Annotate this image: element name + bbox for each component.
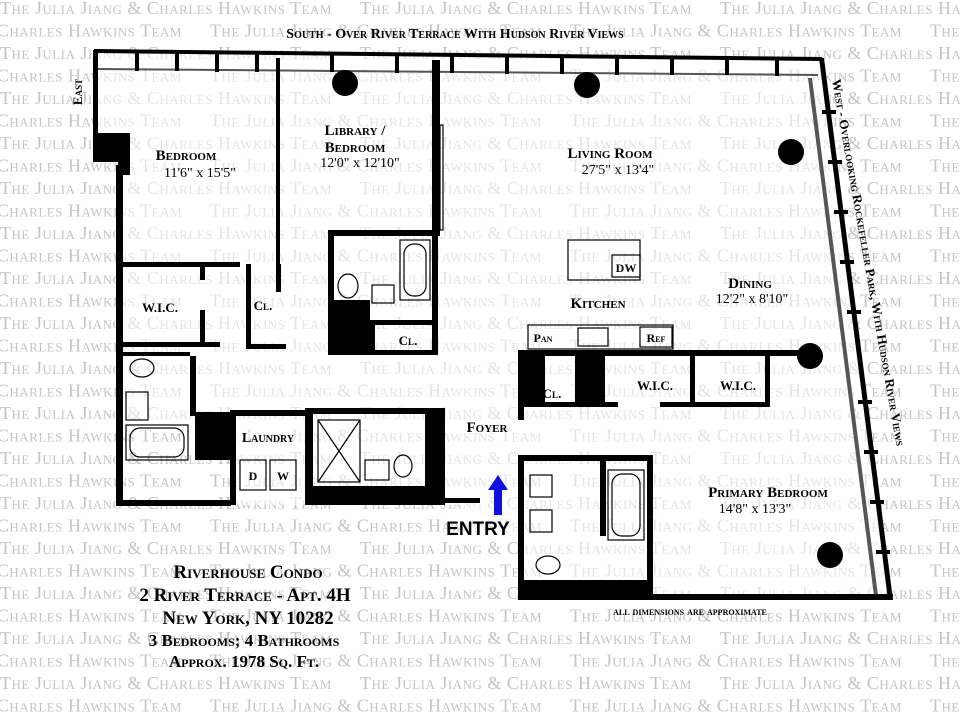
watermark-text: The Julia Jiang & Charles Hawkins Team [930,111,960,131]
apartment-area [95,50,890,600]
watermark-text: The Julia Jiang & Charles Hawkins Team [0,651,182,671]
approx-note: all dimensions are approximate [613,604,767,618]
listing-building: Riverhouse Condo [173,562,322,583]
watermark-text: The Julia Jiang & Charles Hawkins Team [570,21,902,41]
listing-size: Approx. 1978 Sq. Ft. [169,652,319,671]
watermark-text: The Julia Jiang & Charles Hawkins Team [210,651,542,671]
dining-name: Dining [728,276,772,292]
watermark-text: The Julia Jiang & Charles Hawkins Team [360,0,692,18]
watermark-text: The Julia Jiang & Charles Hawkins Team [0,21,182,41]
kitchen-counter [527,324,674,350]
library-name-line2: Bedroom [325,140,386,156]
watermark-text: The Julia Jiang & Charles Hawkins Team [210,561,542,581]
living-room-name: Living Room [567,146,653,162]
fixtures [125,124,674,575]
watermark-text: The Julia Jiang & Charles Hawkins Team [360,673,692,693]
watermark-text: The Julia Jiang & Charles Hawkins Team [930,201,960,221]
watermark-text: The Julia Jiang & Charles Hawkins Team [720,673,960,693]
watermark-text: The Julia Jiang & Charles Hawkins Team [0,471,182,491]
watermark-text: The Julia Jiang & Charles Hawkins Team [930,336,960,356]
watermark-text: The Julia Jiang & Charles Hawkins Team [930,156,960,176]
primary-bedroom-name: Primary Bedroom [708,485,828,501]
watermark-text: The Julia Jiang & Charles Hawkins Team [0,561,182,581]
watermark-text: The Julia Jiang & Charles Hawkins Team [930,516,960,536]
watermark-text: The Julia Jiang & Charles Hawkins Team [210,516,542,536]
label-south: South - Over River Terrace With Hudson R… [286,27,624,42]
bedroom-dim: 11'6" x 15'5" [164,166,236,181]
watermark-text: The Julia Jiang & Charles Hawkins Team [0,516,182,536]
wic-bedroom-label: W.I.C. [142,300,178,315]
watermark-text: The Julia Jiang & Charles Hawkins Team [570,651,902,671]
listing-address: 2 River Terrace - Apt. 4H [139,585,351,606]
watermark-text: The Julia Jiang & Charles Hawkins Team [570,606,902,626]
dishwasher-label: DW [616,261,637,275]
watermark-text: The Julia Jiang & Charles Hawkins Team [210,606,542,626]
watermark-text: The Julia Jiang & Charles Hawkins Team [930,426,960,446]
listing-info: Riverhouse Condo 2 River Terrace - Apt. … [139,562,351,671]
entry-arrow-icon [488,475,508,515]
listing-rooms: 3 Bedrooms; 4 Bathrooms [149,631,340,650]
watermark-text: The Julia Jiang & Charles Hawkins Team [930,606,960,626]
listing-city: New York, NY 10282 [162,608,333,629]
columns [332,70,843,568]
fridge-label: Ref [647,331,666,345]
watermark-text: The Julia Jiang & Charles Hawkins Team [930,651,960,671]
watermark-text: The Julia Jiang & Charles Hawkins Team [720,628,960,648]
kitchen-name: Kitchen [570,296,625,312]
primary-bedroom-dim: 14'8" x 13'3" [719,502,791,517]
watermark-text: The Julia Jiang & Charles Hawkins Team [930,471,960,491]
watermark-text: The Julia Jiang & Charles Hawkins Team [930,561,960,581]
watermark-text: The Julia Jiang & Charles Hawkins Team [930,66,960,86]
wic-primary-1-label: W.I.C. [637,378,673,393]
foyer-name: Foyer [467,420,509,436]
watermark-text: The Julia Jiang & Charles Hawkins Team [570,696,902,716]
entry-label: ENTRY [446,519,510,540]
watermark-text: The Julia Jiang & Charles Hawkins Team [360,628,692,648]
washer-label: W [277,469,289,483]
label-east: East [70,79,85,105]
living-room-dim: 27'5" x 13'4" [582,163,654,178]
wic-primary-2-label: W.I.C. [720,378,756,393]
watermark-text: The Julia Jiang & Charles Hawkins Team [930,246,960,266]
watermark-text: The Julia Jiang & Charles Hawkins Team [0,426,182,446]
dryer-label: D [249,469,258,483]
library-name-line1: Library / [325,123,387,139]
laundry-name: Laundry [242,431,295,446]
watermark-text: The Julia Jiang & Charles Hawkins Team [0,606,182,626]
pantry-label: Pan [534,331,553,345]
closet-bedroom-label: Cl. [254,298,273,313]
watermark-text: The Julia Jiang & Charles Hawkins Team [0,538,332,558]
watermark-text: The Julia Jiang & Charles Hawkins Team [0,673,332,693]
watermark-text: The Julia Jiang & Charles Hawkins Team [0,0,332,18]
watermark-text: The Julia Jiang & Charles Hawkins Team [0,583,332,603]
bedroom-name: Bedroom [156,148,217,164]
dining-dim: 12'2" x 8'10" [716,292,788,307]
library-dim: 12'0" x 12'10" [320,156,399,171]
watermark-text: The Julia Jiang & Charles Hawkins Team [720,0,960,18]
watermark-text: The Julia Jiang & Charles Hawkins Team [210,696,542,716]
closet-hall-label: Cl. [399,333,418,348]
watermark-text: The Julia Jiang & Charles Hawkins Team [210,21,542,41]
walls [93,49,893,600]
watermark-text: The Julia Jiang & Charles Hawkins Team [930,696,960,716]
watermark-text: The Julia Jiang & Charles Hawkins Team [930,381,960,401]
closet-foyer-label: Cl. [543,386,562,401]
watermark-text: The Julia Jiang & Charles Hawkins Team [930,291,960,311]
watermark-text: The Julia Jiang & Charles Hawkins Team [0,628,332,648]
watermark-text: The Julia Jiang & Charles Hawkins Team [930,21,960,41]
watermark-text: The Julia Jiang & Charles Hawkins Team [0,696,182,716]
